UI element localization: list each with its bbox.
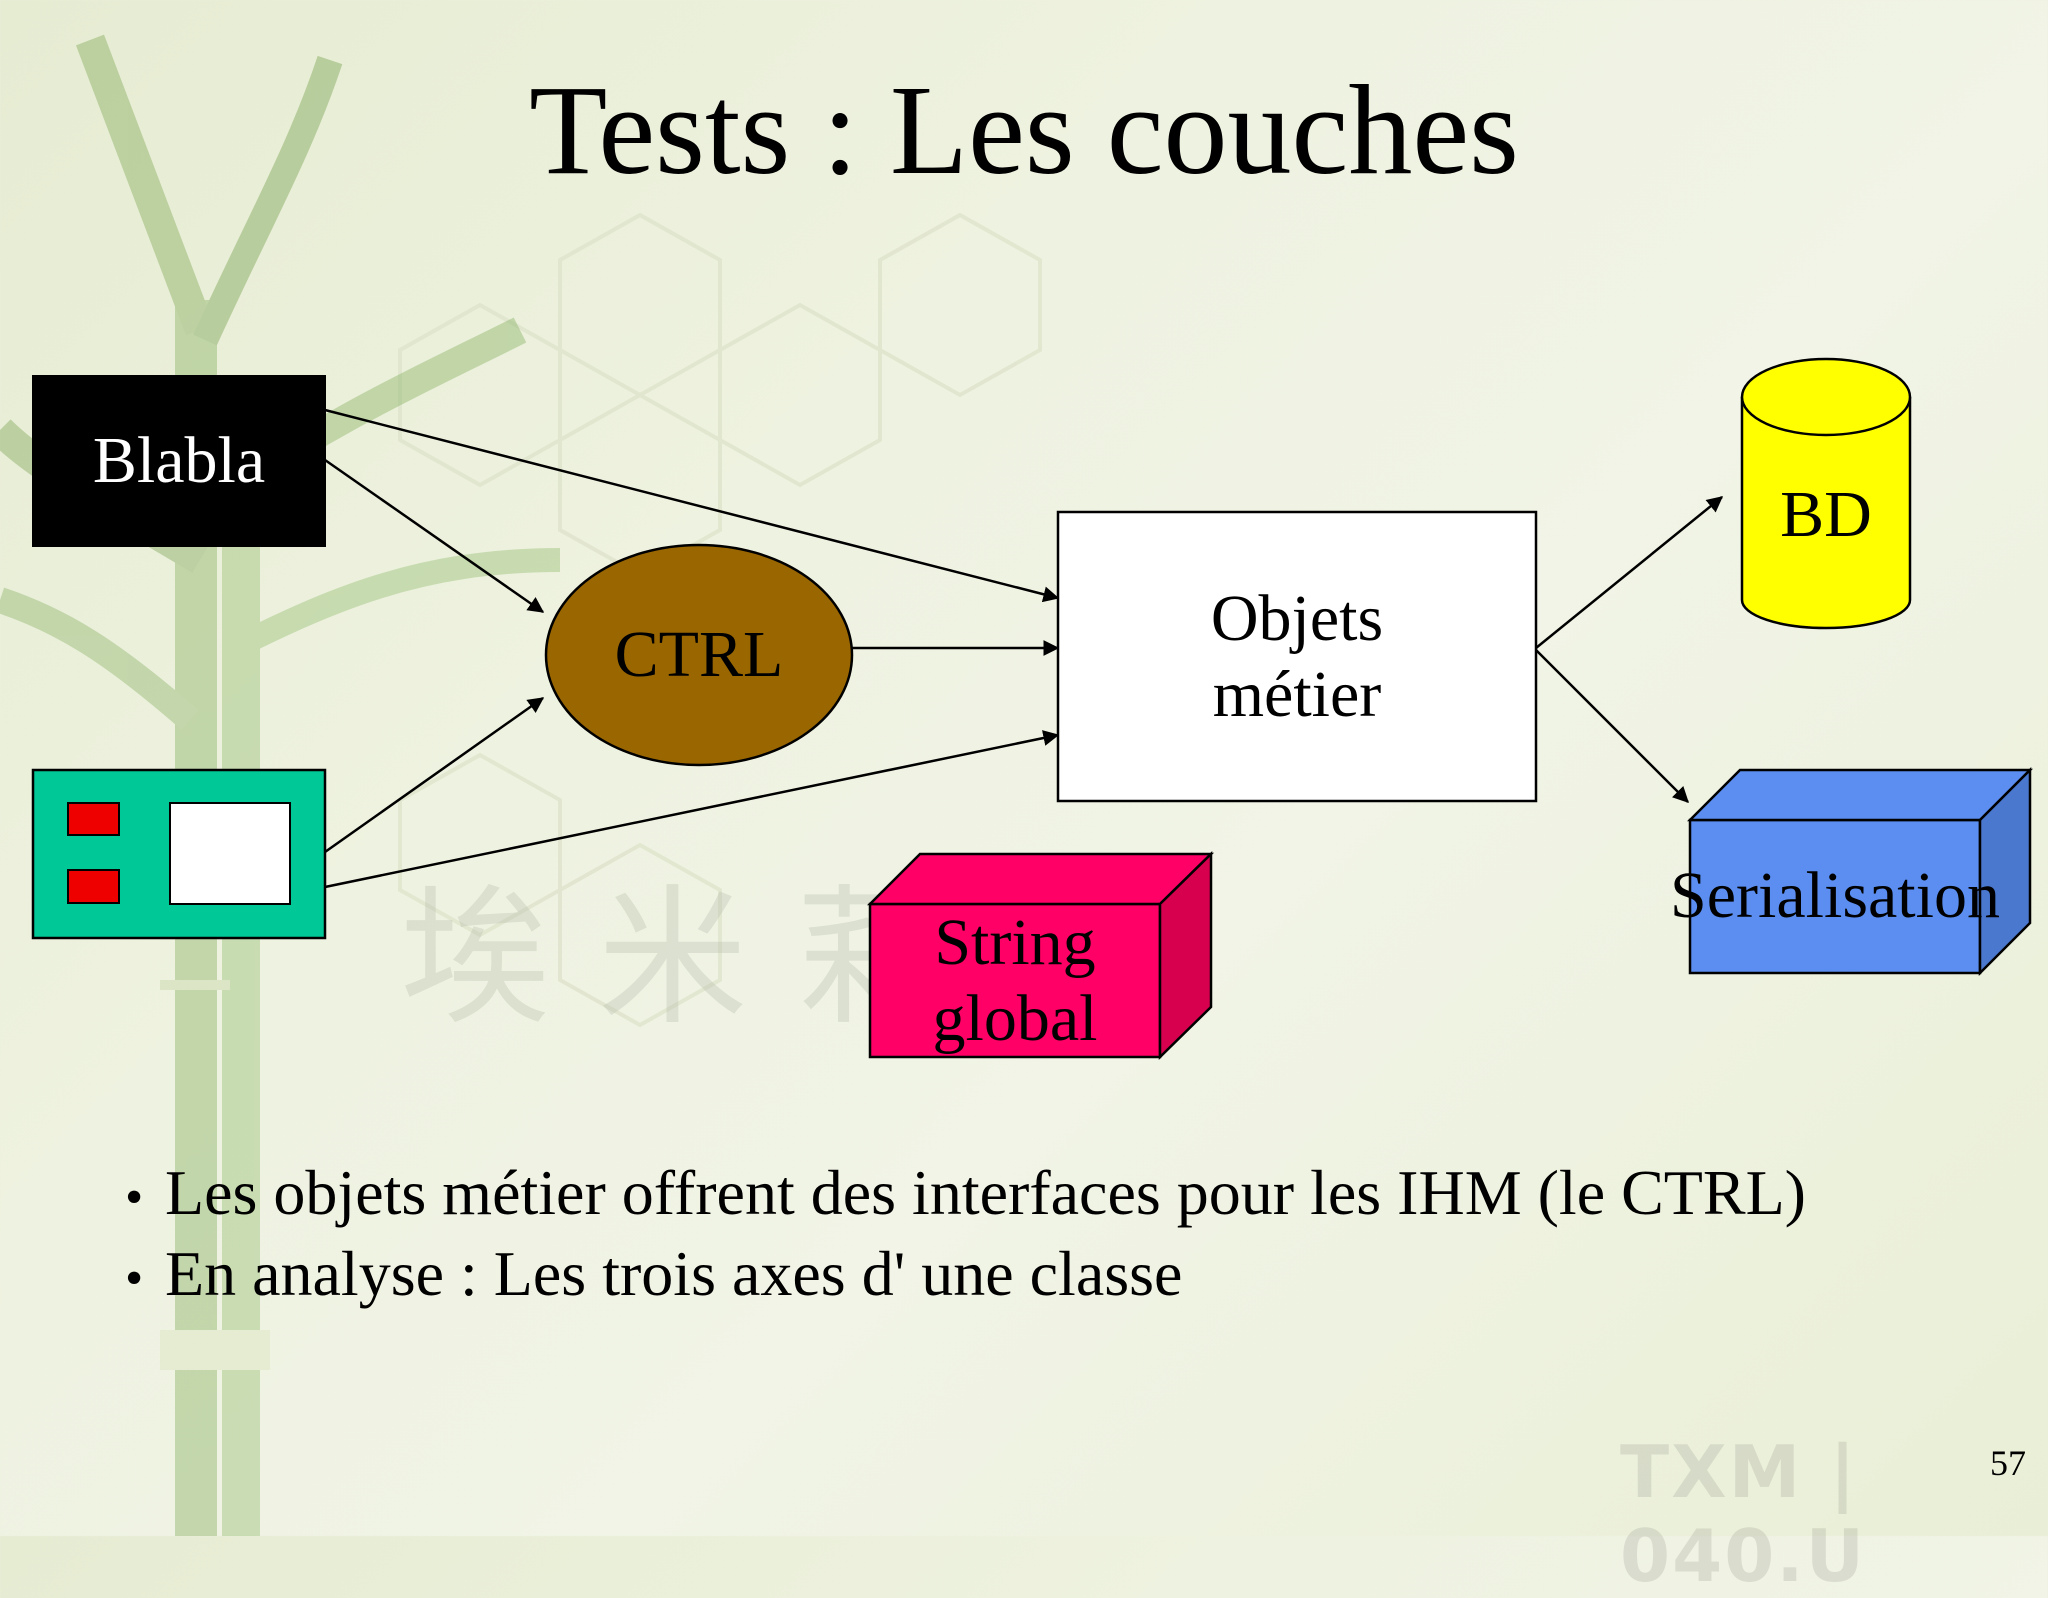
arrow-blabla-to-ctrl [325,460,543,612]
bullet-item: •En analyse : Les trois axes d' une clas… [125,1236,1806,1317]
serialisation-label: Serialisation [1655,856,2015,936]
arrow-objets-to-serialisation [1536,650,1688,802]
page-number: 57 [1990,1442,2026,1484]
string-global-line2: global [933,981,1098,1057]
ihm-panel [170,803,290,904]
bullet-dot-icon: • [125,1241,165,1317]
bd-label: BD [1742,440,1910,590]
bullet-list: •Les objets métier offrent des interface… [125,1155,1806,1317]
objets-metier-label: Objets métier [1058,512,1536,801]
blabla-label: Blabla [33,376,325,546]
ihm-button-bottom [68,870,119,903]
bullet-item: •Les objets métier offrent des interface… [125,1155,1806,1236]
arrow-objets-to-bd [1536,497,1722,648]
bullet-text: En analyse : Les trois axes d' une class… [165,1236,1182,1312]
ihm-window [33,770,325,938]
bullet-dot-icon: • [125,1160,165,1236]
watermark: TXM | 040.U [1620,1430,2048,1598]
ctrl-label: CTRL [546,545,852,765]
string-global-label: String global [870,904,1160,1057]
bullet-text: Les objets métier offrent des interfaces… [165,1155,1806,1231]
objets-label-line2: métier [1213,657,1382,733]
string-global-line1: String [934,905,1095,981]
ihm-button-top [68,803,119,835]
objets-label-line1: Objets [1211,581,1383,657]
arrow-ihm-to-ctrl [325,698,543,852]
